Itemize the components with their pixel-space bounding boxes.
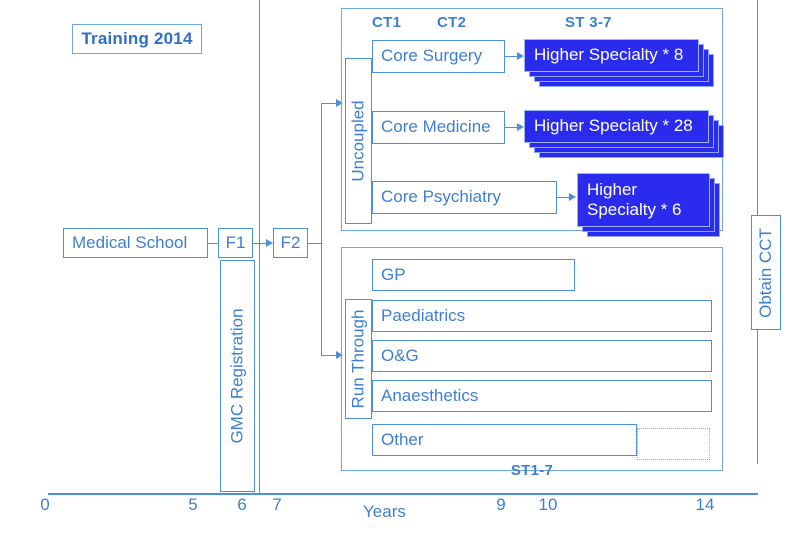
arrow-branch-runthrough (336, 350, 343, 359)
title-box: Training 2014 (72, 24, 202, 54)
column-header-st3-7: ST 3-7 (565, 14, 612, 31)
branch-riser (321, 103, 322, 355)
gmc-registration-box[interactable]: GMC Registration (220, 260, 255, 492)
connector-ms-to-f1 (207, 243, 219, 244)
page-title: Training 2014 (81, 29, 193, 48)
column-header-ct2: CT2 (437, 14, 467, 31)
run-through-footer-label: ST1-7 (510, 462, 554, 479)
obtain-cct-box[interactable]: Obtain CCT (751, 215, 781, 330)
run-through-gp-label: GP (381, 264, 406, 284)
run-through-paediatrics-label: Paediatrics (381, 305, 466, 325)
stage-f1-label: F1 (225, 232, 246, 252)
axis-tick-5: 5 (188, 495, 198, 514)
core-medicine-box[interactable]: Core Medicine (372, 111, 505, 144)
run-through-anaesthetics-label: Anaesthetics (381, 385, 479, 405)
connector-branch-runthrough (321, 355, 339, 356)
arrow-core-medicine (517, 122, 524, 131)
higher-specialty-surgery-box[interactable]: Higher Specialty * 8 (524, 39, 699, 72)
higher-specialty-surgery-label: Higher Specialty * 8 (534, 45, 684, 65)
run-through-label: Run Through (348, 309, 368, 409)
stage-f1[interactable]: F1 (218, 228, 253, 258)
run-through-og-label: O&G (381, 345, 419, 365)
obtain-cct-label: Obtain CCT (756, 227, 775, 318)
run-through-other-extension (637, 428, 710, 460)
run-through-anaesthetics-box[interactable]: Anaesthetics (372, 380, 712, 412)
core-medicine-label: Core Medicine (381, 117, 491, 137)
connector-f1-to-f2 (253, 243, 267, 244)
run-through-other-box[interactable]: Other (372, 424, 637, 456)
time-guide-year6 (259, 0, 260, 494)
uncoupled-group-frame (341, 8, 723, 231)
core-psychiatry-label: Core Psychiatry (381, 187, 501, 207)
arrow-f1-to-f2 (266, 238, 273, 247)
arrow-core-psychiatry (569, 192, 576, 201)
arrow-core-surgery (517, 51, 524, 60)
axis-tick-7: 7 (272, 495, 282, 514)
core-psychiatry-box[interactable]: Core Psychiatry (372, 181, 557, 214)
higher-specialty-medicine-label: Higher Specialty * 28 (534, 116, 693, 136)
connector-branch-uncoupled (321, 103, 339, 104)
run-through-other-label: Other (381, 429, 424, 449)
stage-f2-label: F2 (280, 232, 301, 252)
stage-f2[interactable]: F2 (273, 228, 308, 258)
arrow-branch-uncoupled (336, 98, 343, 107)
years-axis-line (48, 493, 758, 495)
core-surgery-label: Core Surgery (381, 46, 483, 66)
axis-title-years: Years (363, 502, 406, 521)
connector-core-psychiatry (557, 197, 570, 198)
run-through-gp-box[interactable]: GP (372, 259, 575, 291)
higher-specialty-medicine-box[interactable]: Higher Specialty * 28 (524, 110, 709, 143)
uncoupled-label: Uncoupled (348, 100, 368, 182)
connector-f2-out (308, 243, 322, 244)
stage-medical-school-label: Medical School (72, 232, 188, 252)
core-surgery-box[interactable]: Core Surgery (372, 40, 505, 73)
run-through-paediatrics-box[interactable]: Paediatrics (372, 300, 712, 332)
uncoupled-label-box[interactable]: Uncoupled (345, 58, 372, 224)
run-through-group-frame (341, 247, 723, 471)
run-through-label-box[interactable]: Run Through (345, 299, 372, 419)
axis-tick-9: 9 (496, 495, 506, 514)
axis-tick-14: 14 (695, 495, 715, 514)
column-header-ct1: CT1 (372, 14, 402, 31)
gmc-registration-label: GMC Registration (227, 308, 247, 444)
connector-core-medicine (505, 127, 518, 128)
run-through-og-box[interactable]: O&G (372, 340, 712, 372)
connector-core-surgery (505, 56, 518, 57)
axis-tick-10: 10 (538, 495, 558, 514)
stage-medical-school[interactable]: Medical School (63, 228, 208, 258)
axis-tick-6: 6 (237, 495, 247, 514)
axis-tick-0: 0 (40, 495, 50, 514)
higher-specialty-psychiatry-label: Higher Specialty * 6 (587, 179, 682, 219)
higher-specialty-psychiatry-box[interactable]: Higher Specialty * 6 (577, 173, 710, 227)
